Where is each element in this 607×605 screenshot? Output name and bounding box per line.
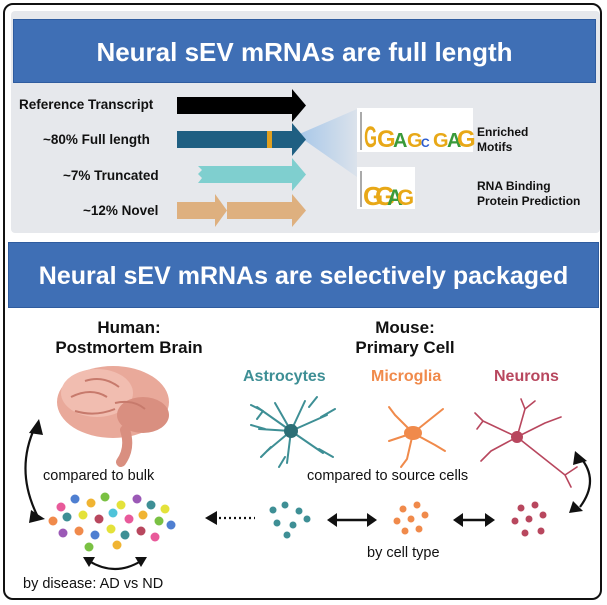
note-by-disease: by disease: AD vs ND bbox=[23, 576, 164, 592]
figure-frame: Neural sEV mRNAs are full length bbox=[3, 3, 602, 600]
svg-text:A: A bbox=[447, 130, 461, 152]
svg-text:G: G bbox=[375, 181, 395, 211]
mouse-heading-line1: Mouse: bbox=[375, 318, 435, 337]
rbp-line2: Protein Prediction bbox=[477, 194, 581, 208]
right-cycle-arrow bbox=[569, 451, 592, 513]
transcript-label-full-length: ~80% Full length bbox=[43, 132, 150, 147]
note-by-cell-type: by cell type bbox=[367, 545, 440, 561]
full-length-arrow bbox=[177, 123, 306, 156]
enriched-motifs-line2: Motifs bbox=[477, 140, 513, 154]
svg-text:A: A bbox=[393, 130, 407, 152]
microglia-ev-cluster bbox=[393, 501, 429, 535]
novel-arrow-2 bbox=[227, 194, 306, 227]
transcript-label-truncated: ~7% Truncated bbox=[63, 168, 159, 183]
double-arrow-astro-microglia bbox=[327, 513, 377, 527]
transcript-label-novel: ~12% Novel bbox=[83, 203, 159, 218]
double-arrow-microglia-neuron bbox=[453, 513, 495, 527]
motif-logo-box-1 bbox=[357, 108, 473, 152]
enriched-motifs-label: Enriched Motifs bbox=[477, 125, 528, 155]
svg-text:G: G bbox=[364, 121, 377, 154]
astrocyte-cell-icon bbox=[250, 396, 336, 468]
truncated-arrow bbox=[198, 158, 306, 191]
motif-logo-1: G G A G C G A G bbox=[364, 121, 476, 154]
human-heading-line2: Postmortem Brain bbox=[55, 338, 203, 357]
microglia-cell-icon bbox=[388, 406, 446, 468]
disease-comparison-arrow bbox=[83, 557, 147, 571]
motif-logo-2: G G A G bbox=[363, 181, 414, 211]
note-compared-to-source: compared to source cells bbox=[307, 468, 469, 484]
svg-text:G: G bbox=[433, 130, 449, 152]
cell-label-microglia: Microglia bbox=[371, 368, 442, 385]
projection-beam bbox=[297, 109, 357, 177]
banner-full-length: Neural sEV mRNAs are full length bbox=[13, 19, 596, 83]
human-heading-line1: Human: bbox=[97, 318, 161, 337]
packaging-diagram bbox=[24, 366, 592, 571]
left-cycle-arrow bbox=[24, 419, 45, 523]
motif-logo-box-2 bbox=[357, 167, 415, 209]
svg-text:G: G bbox=[407, 130, 423, 152]
mouse-heading-line2: Primary Cell bbox=[355, 338, 455, 357]
cell-label-neurons: Neurons bbox=[494, 368, 559, 385]
svg-text:A: A bbox=[387, 185, 403, 210]
svg-text:G: G bbox=[377, 126, 396, 153]
note-compared-to-bulk: compared to bulk bbox=[43, 468, 155, 484]
svg-text:C: C bbox=[421, 136, 430, 150]
transcript-label-reference: Reference Transcript bbox=[19, 97, 154, 112]
svg-text:G: G bbox=[363, 181, 383, 211]
reference-arrow bbox=[177, 89, 306, 122]
rbp-prediction-label: RNA Binding Protein Prediction bbox=[477, 179, 580, 209]
human-heading: Human: Postmortem Brain bbox=[49, 318, 209, 358]
rbp-line1: RNA Binding bbox=[477, 179, 551, 193]
neuron-ev-cluster bbox=[511, 501, 547, 537]
transcript-diagram: G G A G C G A G G G A G bbox=[177, 89, 476, 227]
svg-text:G: G bbox=[457, 126, 476, 153]
enriched-motifs-line1: Enriched bbox=[477, 125, 529, 139]
mixed-ev-cluster bbox=[48, 492, 176, 552]
dotted-left-arrow bbox=[205, 511, 255, 525]
brain-icon bbox=[57, 366, 169, 467]
mouse-heading: Mouse: Primary Cell bbox=[335, 318, 475, 358]
banner-selectively-packaged: Neural sEV mRNAs are selectively package… bbox=[8, 242, 599, 308]
cell-label-astrocytes: Astrocytes bbox=[243, 368, 326, 385]
neuron-cell-icon bbox=[474, 398, 578, 488]
astrocyte-ev-cluster bbox=[269, 501, 311, 539]
novel-arrow-1 bbox=[177, 194, 227, 227]
svg-text:G: G bbox=[397, 185, 414, 210]
